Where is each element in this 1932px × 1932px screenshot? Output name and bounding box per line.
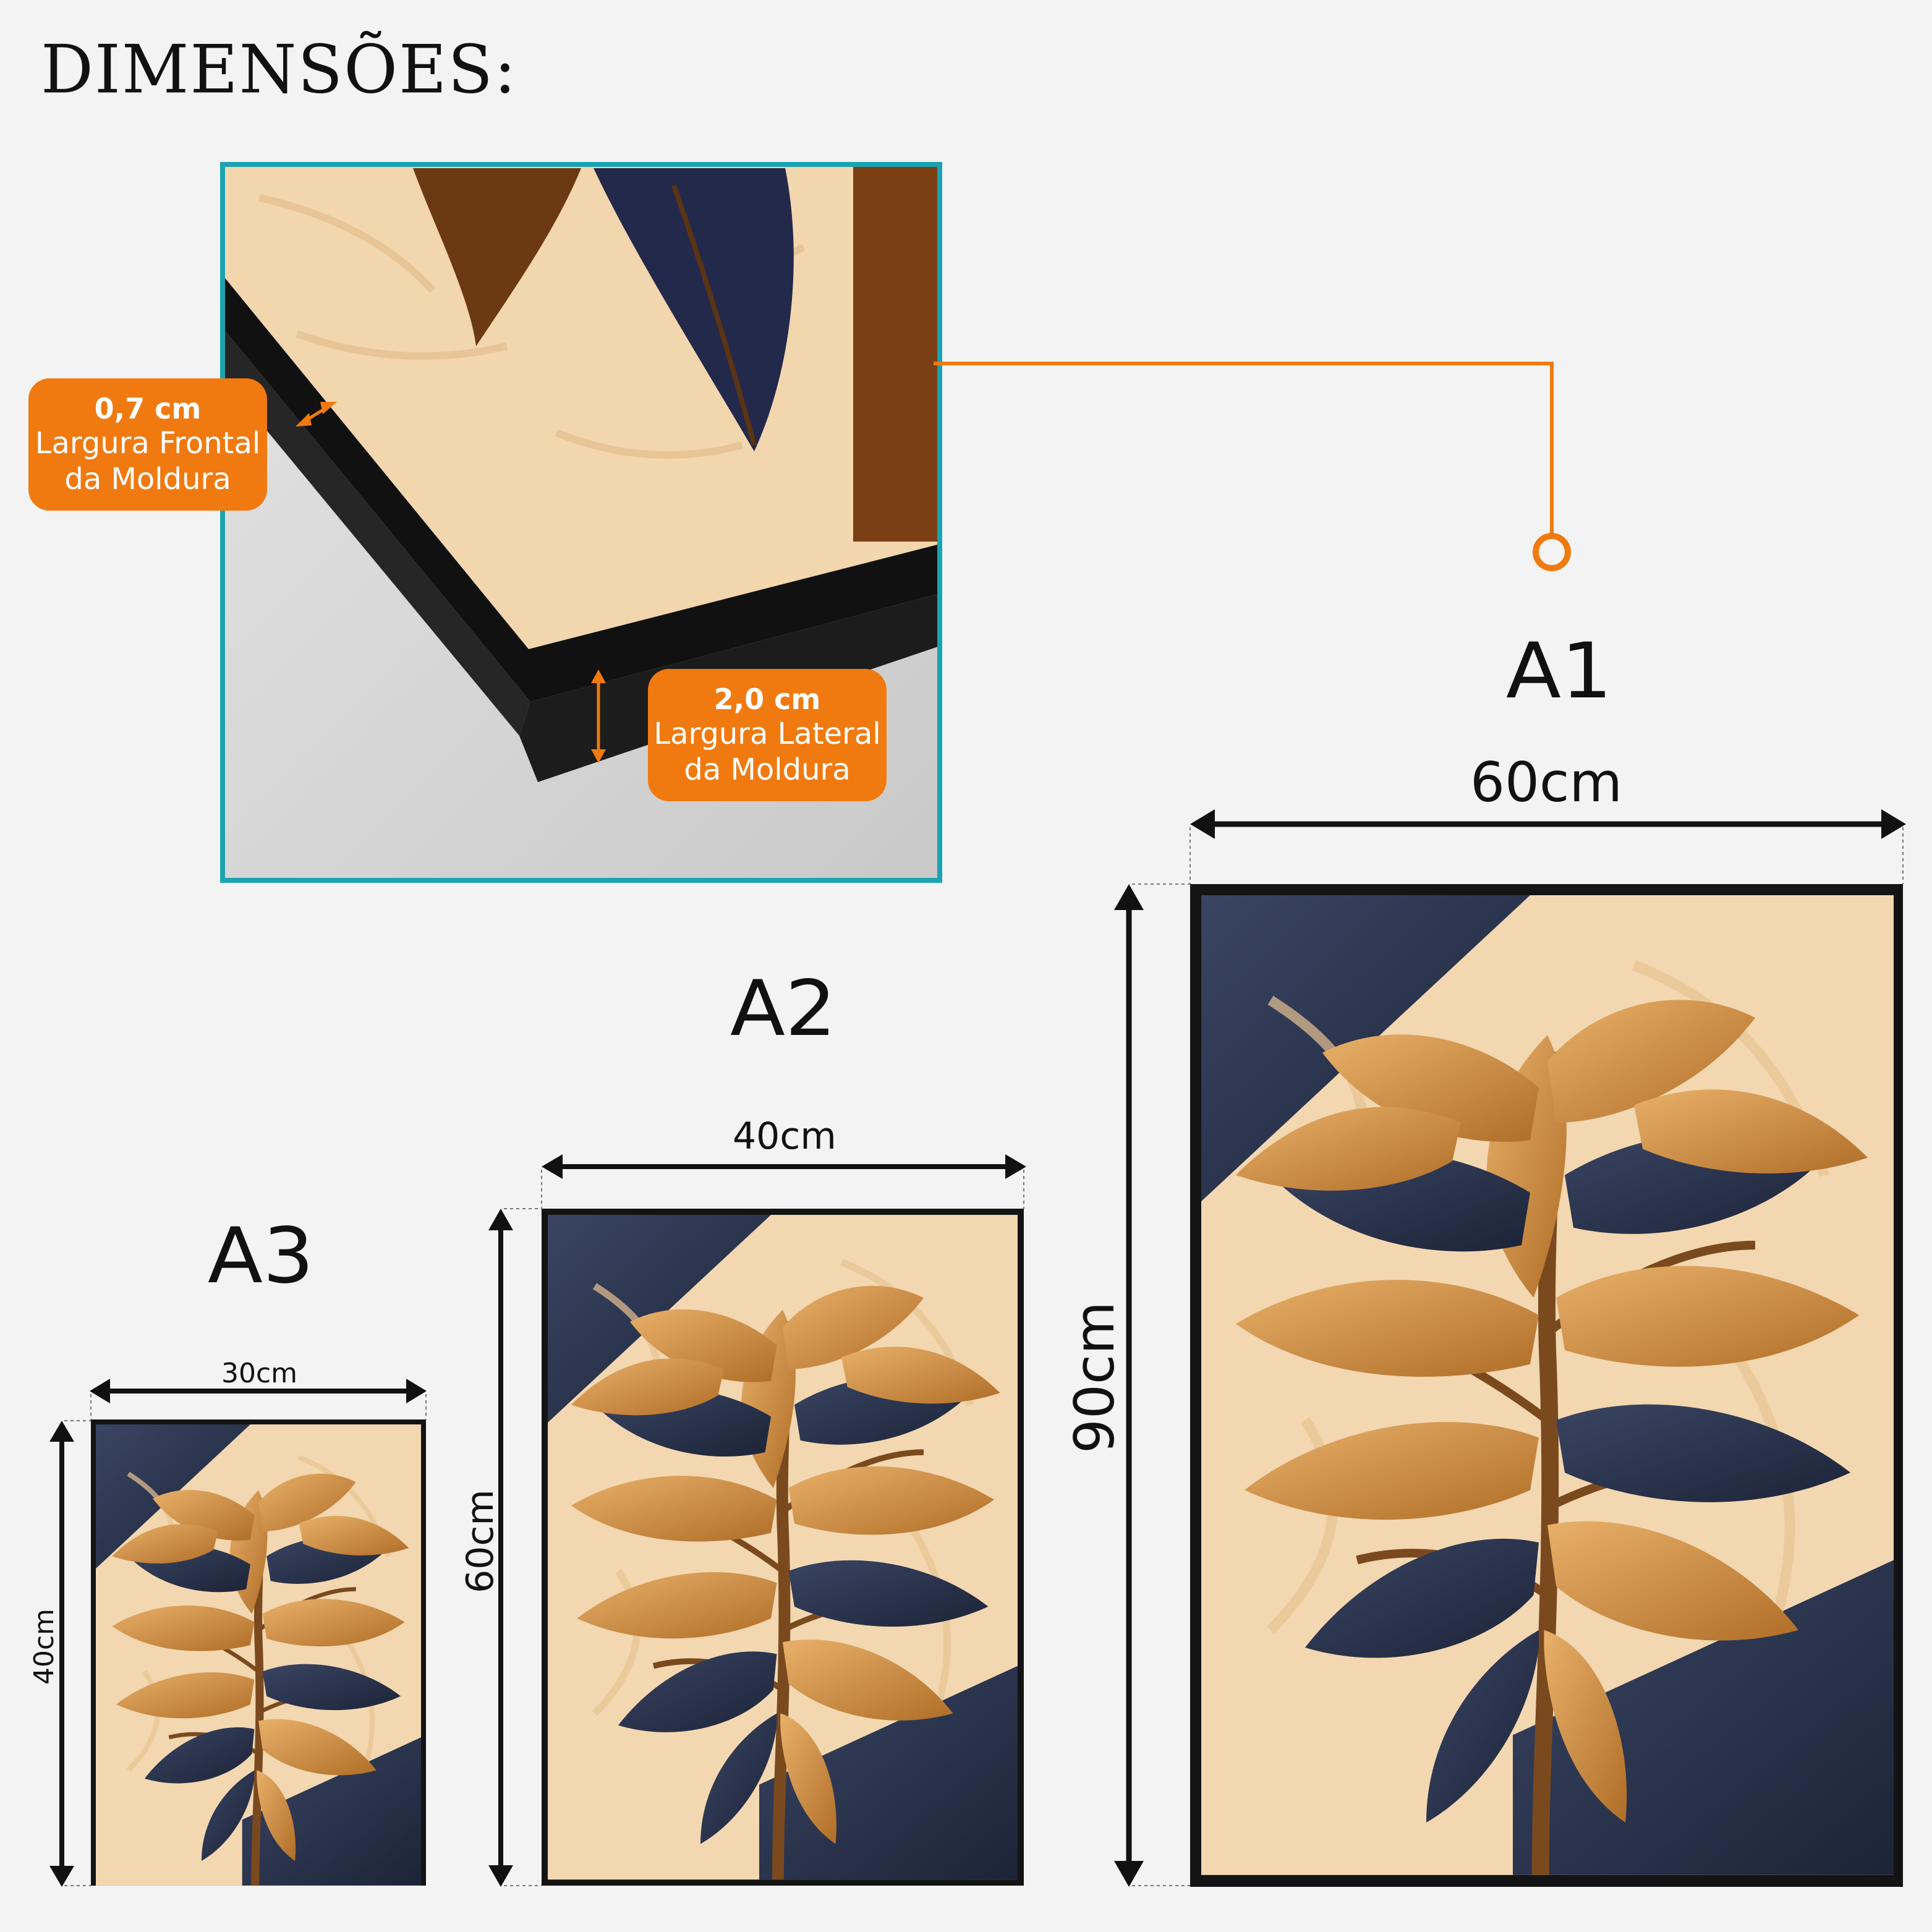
a3-width-label: 30cm	[221, 1358, 298, 1389]
frame-front-line2: da Moldura	[64, 461, 231, 496]
a1-width-arrow	[1189, 809, 1906, 884]
frame-side-value: 2,0 cm	[713, 682, 821, 716]
a2-width-arrow	[541, 1154, 1026, 1209]
a1-frame	[1190, 884, 1903, 1887]
frame-side-line2: da Moldura	[684, 752, 851, 787]
a3-size-name: A3	[207, 1212, 314, 1301]
frame-side-width-badge: 2,0 cm Largura Lateral da Moldura	[648, 669, 887, 801]
a3-height-arrow	[49, 1420, 91, 1887]
frame-front-value: 0,7 cm	[94, 391, 202, 425]
a2-width-label: 40cm	[733, 1115, 836, 1158]
a1-size-name: A1	[1505, 627, 1612, 716]
page-title: DIMENSÕES:	[41, 30, 517, 109]
a3-frame	[91, 1419, 426, 1886]
connector-dot	[1533, 533, 1571, 571]
a1-height-label: 90cm	[1063, 1301, 1126, 1454]
a1-width-label: 60cm	[1470, 751, 1623, 814]
frame-front-width-badge: 0,7 cm Largura Frontal da Moldura	[28, 378, 267, 511]
a2-height-label: 60cm	[459, 1489, 502, 1593]
frame-side-line1: Largura Lateral	[653, 717, 881, 751]
a3-height-label: 40cm	[28, 1608, 60, 1685]
a3-width-arrow	[90, 1379, 427, 1419]
a2-size-name: A2	[730, 964, 836, 1053]
frame-front-line1: Largura Frontal	[35, 426, 261, 461]
a2-frame	[542, 1209, 1024, 1886]
a2-height-arrow	[488, 1208, 542, 1887]
a1-height-arrow	[1114, 883, 1190, 1887]
frame-detail-closeup	[220, 162, 942, 883]
connector-line	[934, 362, 1554, 538]
